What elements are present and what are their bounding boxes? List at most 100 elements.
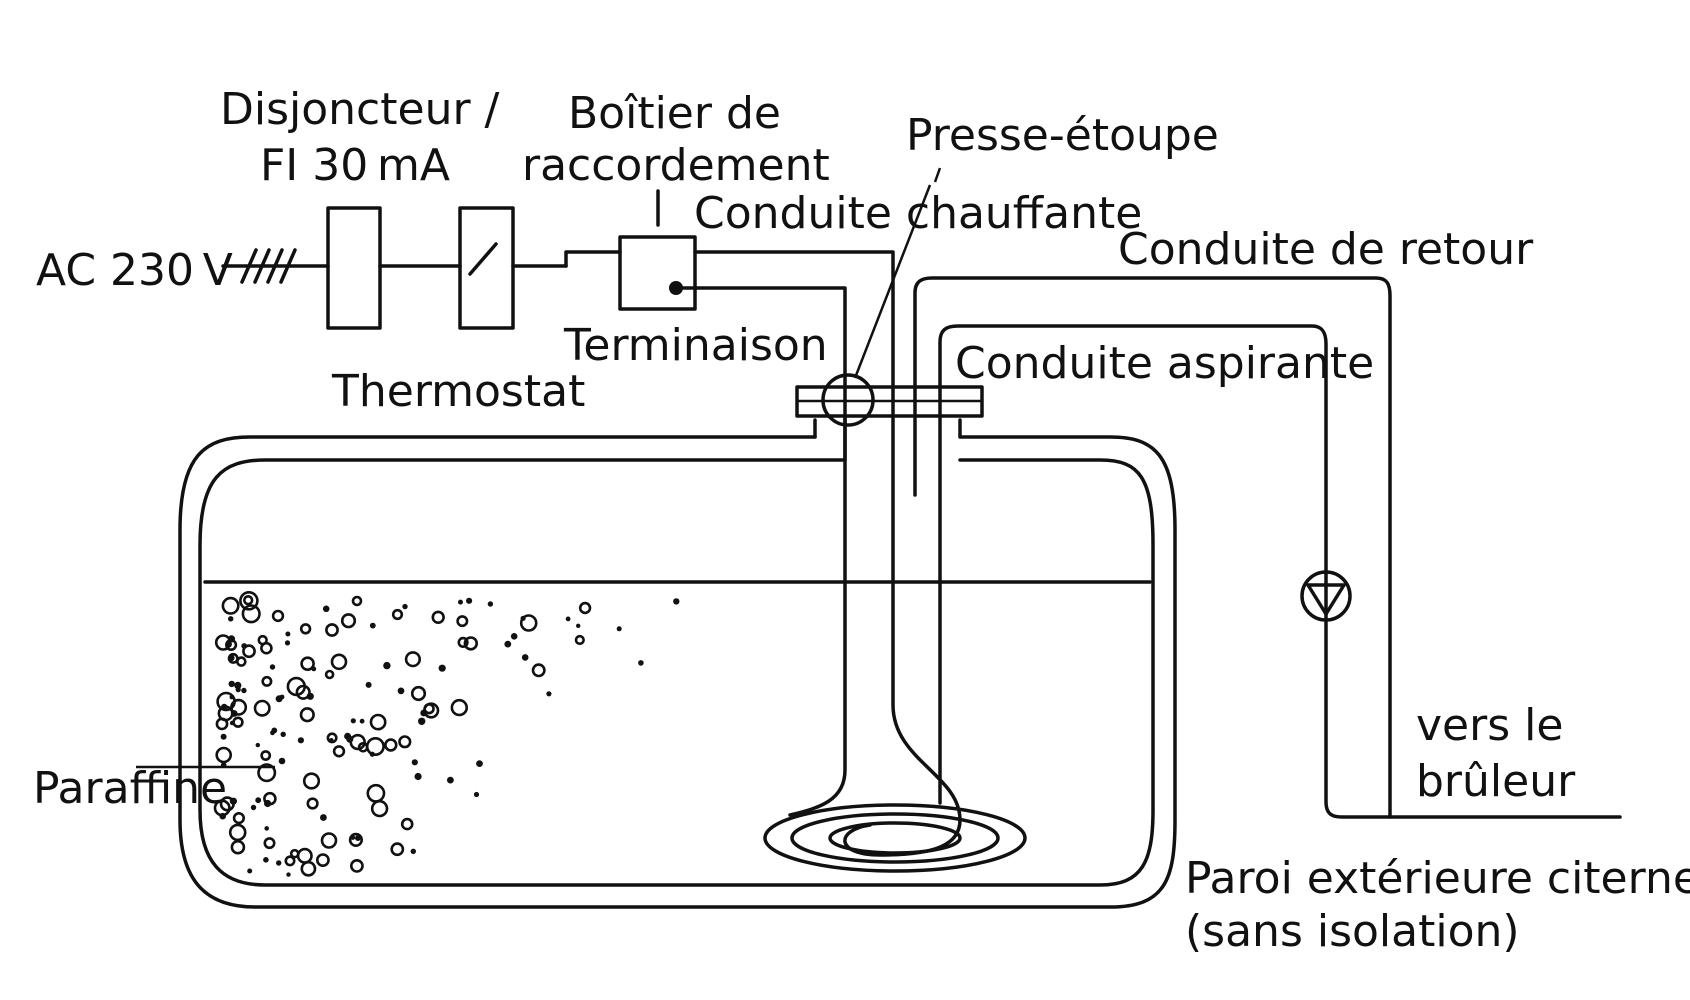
paraffin-crystal [261, 675, 273, 687]
paraffin-crystal [410, 685, 427, 702]
paraffin-crystal [458, 599, 463, 605]
tank-outer-wall [178, 418, 1177, 909]
gland-pointer [853, 184, 932, 379]
paraffin-crystal [228, 616, 234, 622]
paraffin-crystal [243, 594, 254, 606]
supply-hatch-icon [240, 248, 258, 284]
paraffin-crystal [241, 687, 247, 694]
paraffin-crystal [531, 663, 546, 678]
paraffin-crystal [384, 738, 398, 752]
paraffin-crystal [349, 859, 364, 873]
paraffin-crystal [344, 732, 352, 740]
paraffin-crystal [383, 661, 391, 670]
paraffin-crystal [227, 652, 239, 664]
paraffin-crystal [565, 616, 571, 622]
paraffin-crystal [299, 623, 312, 635]
paraffin-crystal [278, 757, 286, 765]
paraffin-crystal [271, 609, 285, 623]
suction-line-pipe [938, 324, 1622, 819]
paraffin-crystal [289, 848, 300, 859]
heating-line-label: Conduite chauffante [694, 188, 1142, 239]
paraffin-crystal [447, 776, 454, 784]
paraffin-crystal [519, 614, 538, 632]
paraffin-crystal [234, 681, 242, 690]
paraffin-crystal [320, 832, 338, 849]
paraffin-crystal [241, 604, 261, 624]
paraffin-crystal [326, 732, 338, 744]
heating-coil-middle [790, 812, 1000, 864]
paraffin-crystal [457, 636, 469, 649]
paraffin-crystal [400, 817, 414, 831]
heating-cable [674, 250, 962, 857]
paraffin-crystal [263, 857, 269, 863]
paraffin-crystal [414, 772, 422, 781]
paraffin-crystal [255, 797, 262, 804]
paraffin-crystal [296, 847, 313, 864]
junction-box-label-line1: Boîtier de [568, 88, 781, 139]
paraffin-crystal [431, 610, 445, 624]
paraffin-crystal [365, 736, 385, 756]
paraffin-crystal [229, 720, 235, 726]
termination-label: Terminaison [563, 320, 828, 371]
paraffin-crystal [574, 634, 585, 646]
paraffin-crystal [299, 707, 315, 723]
paraffin-crystal [255, 742, 260, 748]
paraffin-crystal [463, 636, 478, 651]
paraffin-crystal [227, 635, 236, 643]
paraffin-crystal [270, 730, 275, 736]
paraffin-crystal [473, 791, 480, 798]
paraffin-crystal [366, 783, 386, 803]
paraffin-crystal [230, 710, 238, 717]
paraffin-crystal [578, 601, 592, 615]
paraffin-crystal [320, 814, 327, 821]
paraffin-crystal [264, 826, 270, 831]
paraffin-crystal [325, 623, 339, 637]
paraffin-crystal [220, 733, 227, 740]
cable-gland-icon [821, 373, 875, 427]
paraffin-crystal [263, 837, 276, 850]
circuit-breaker-icon [326, 206, 382, 330]
paraffin-crystal [390, 842, 405, 857]
burner-label-line2: brûleur [1416, 756, 1576, 807]
paraffin-crystal [450, 698, 468, 717]
paraffin-crystal [220, 762, 227, 768]
paraffin-crystal [221, 596, 240, 615]
paraffin-crystal [324, 669, 335, 680]
paraffin-crystal [306, 797, 319, 810]
return-line-label: Conduite de retour [1118, 224, 1534, 275]
thermostat-icon [458, 206, 515, 330]
junction-box-icon [618, 235, 697, 311]
junction-box-label-line2: raccordement [522, 140, 830, 191]
paraffin-crystal [673, 598, 680, 605]
paraffin-crystal [365, 681, 372, 688]
paraffin-crystal [257, 634, 268, 646]
breaker-label-line2: FI 30 mA [260, 140, 450, 191]
paraffin-crystal [269, 664, 276, 670]
paraffin-crystal [350, 835, 356, 840]
paraffin-crystal [228, 823, 247, 842]
paraffin-crystal [295, 684, 311, 700]
paraffin-crystal [276, 860, 282, 866]
paraffin-crystal [487, 601, 494, 607]
supply-wiring [221, 248, 622, 284]
paraffin-crystal [359, 718, 365, 724]
paraffin-crystal [418, 717, 426, 725]
paraffin-crystal [225, 641, 232, 648]
paraffin-crystal [219, 812, 226, 820]
paraffin-crystal [239, 590, 259, 611]
paraffin-label: Paraffine [33, 763, 227, 814]
paraffin-crystal [330, 653, 348, 671]
thermostat-switch-contact [468, 242, 498, 276]
paraffin-crystal [576, 623, 581, 628]
paraffin-crystal [232, 811, 245, 825]
paraffin-crystal [391, 608, 404, 621]
paraffin-crystal [280, 731, 286, 737]
paraffin-crystal [215, 717, 229, 731]
paraffin-crystal [215, 746, 232, 764]
paraffin-crystal [616, 626, 622, 632]
paraffin-crystal [230, 698, 248, 716]
pump-direction-triangle [1306, 583, 1346, 616]
paraffin-crystal [297, 737, 304, 744]
paraffin-crystal [348, 832, 364, 848]
